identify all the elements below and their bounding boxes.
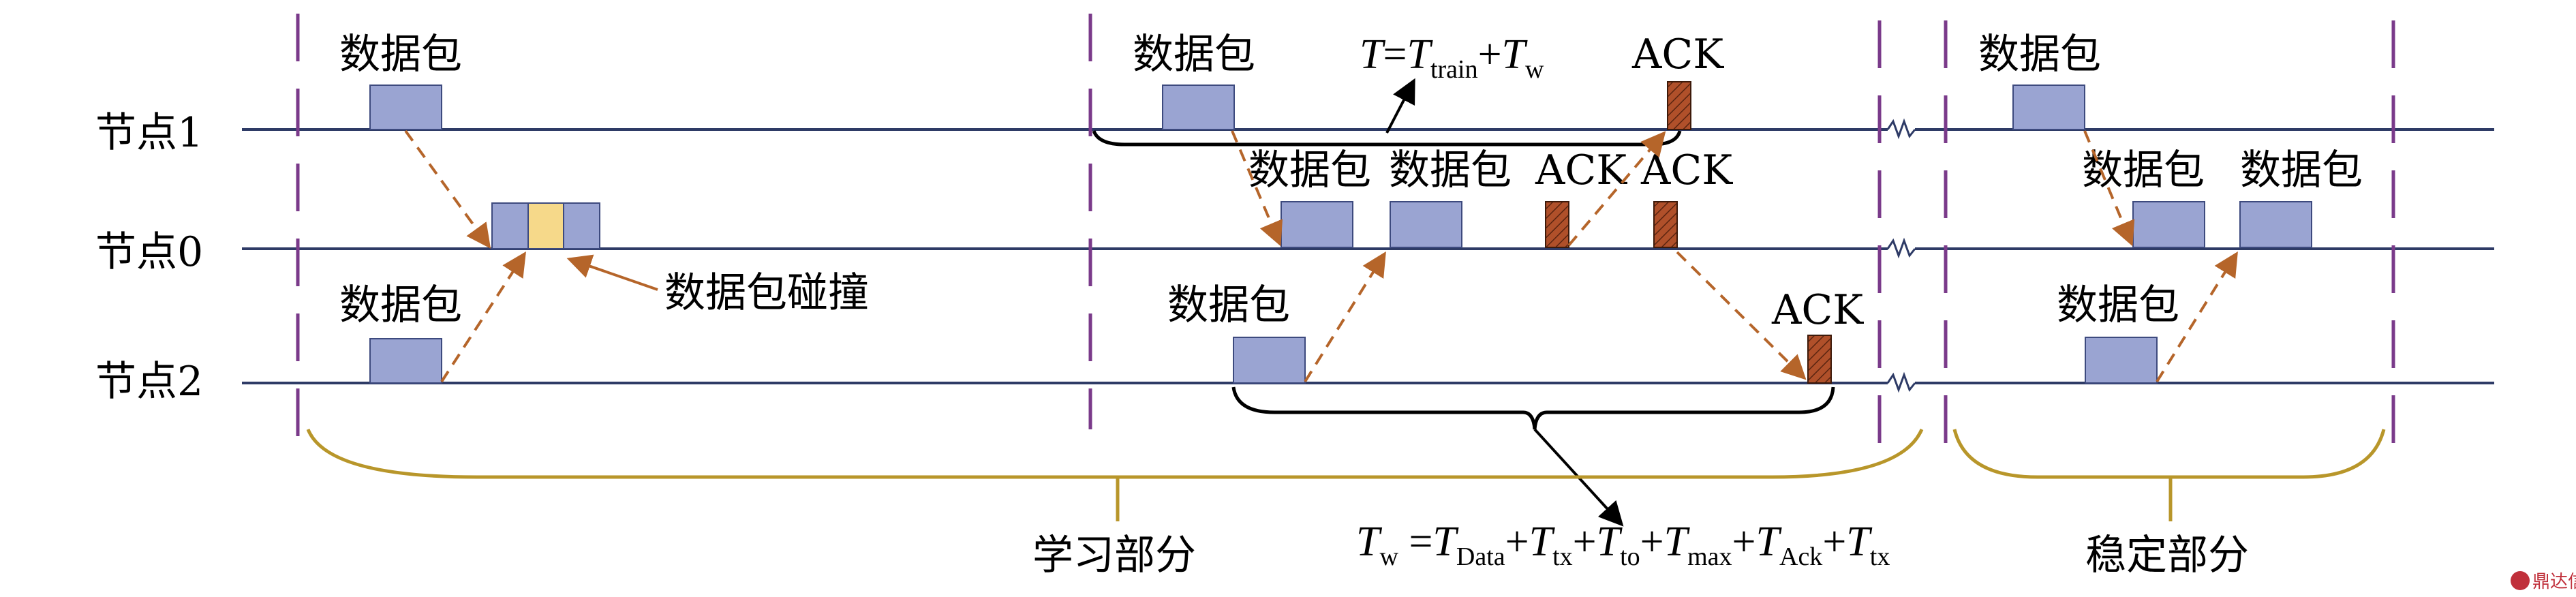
tx-arrow xyxy=(2156,251,2238,383)
tx-arrow xyxy=(1231,130,1283,247)
collision-label: 数据包碰撞 xyxy=(664,269,869,317)
stable-arrows xyxy=(2083,130,2238,383)
packet-block xyxy=(2132,201,2205,248)
stable-phase-brace xyxy=(1952,429,2386,479)
packet-label: 数据包 xyxy=(339,31,462,78)
ack-label: ACK xyxy=(1631,31,1724,78)
ack-block xyxy=(1807,335,1832,384)
packet-label: 数据包 xyxy=(1133,31,1255,78)
svg-text:鼎达信: 鼎达信 xyxy=(2532,572,2576,592)
collision-arrows xyxy=(404,129,526,383)
packet-block xyxy=(1162,85,1235,130)
packet-block xyxy=(1233,337,1306,384)
tx-arrow xyxy=(404,129,491,249)
collision-pointer-arrow xyxy=(566,254,658,291)
ack-label: ACK xyxy=(1535,147,1627,194)
packet-label: 数据包 xyxy=(339,281,462,329)
wait-period-brace xyxy=(1231,386,1835,430)
packet-label: 数据包 xyxy=(2240,147,2363,194)
ack-block xyxy=(1667,81,1691,130)
ack-label: ACK xyxy=(1771,286,1864,334)
timeline-node1 xyxy=(242,118,2494,140)
node1-label: 节点1 xyxy=(95,109,203,157)
timeline-node2 xyxy=(242,371,2494,393)
learning-phase-label: 学习部分 xyxy=(1032,532,1196,579)
packet-block xyxy=(2239,201,2312,248)
node0-label: 节点0 xyxy=(95,228,203,276)
ack-arrow xyxy=(1676,251,1807,380)
packet-label: 数据包 xyxy=(1389,147,1512,194)
packet-block xyxy=(2085,337,2158,384)
packet-block xyxy=(369,338,442,384)
formula-top-pointer xyxy=(1385,78,1415,134)
collision-block xyxy=(491,202,600,249)
tx-arrow xyxy=(1304,251,1386,383)
stable-phase-label: 稳定部分 xyxy=(2085,532,2249,579)
packet-block xyxy=(2012,85,2085,130)
packet-label: 数据包 xyxy=(1167,281,1290,329)
watermark-logo-icon xyxy=(2511,571,2530,590)
tx-arrow xyxy=(440,251,526,383)
ack-block xyxy=(1653,201,1678,248)
ack-arrow xyxy=(1567,131,1666,247)
svg-text:T=Ttrain+Tw: T=Ttrain+Tw xyxy=(1360,31,1544,84)
packet-block xyxy=(1390,201,1462,248)
svg-text:Tw =TData+Ttx+Tto+Tmax+TAck+Tt: Tw =TData+Ttx+Tto+Tmax+TAck+Ttx xyxy=(1356,519,1890,571)
node2-label: 节点2 xyxy=(95,358,203,405)
ack-block xyxy=(1545,201,1569,248)
learning-phase-brace xyxy=(306,428,1924,479)
packet-label: 数据包 xyxy=(1978,31,2101,78)
formula-bottom: Tw =TData+Ttx+Tto+Tmax+TAck+Ttx xyxy=(1356,519,1890,571)
packet-label: 数据包 xyxy=(2057,281,2179,329)
ack-label: ACK xyxy=(1640,147,1733,194)
phase-dividers xyxy=(296,14,2395,450)
watermark: 鼎达信 xyxy=(2511,571,2576,592)
packet-label: 数据包 xyxy=(1248,147,1371,194)
learning-arrows xyxy=(1231,130,1807,383)
packet-block xyxy=(369,85,442,130)
formula-top: T=Ttrain+Tw xyxy=(1360,31,1544,84)
packet-block xyxy=(1281,201,1353,248)
train-period-brace xyxy=(1092,129,1682,147)
